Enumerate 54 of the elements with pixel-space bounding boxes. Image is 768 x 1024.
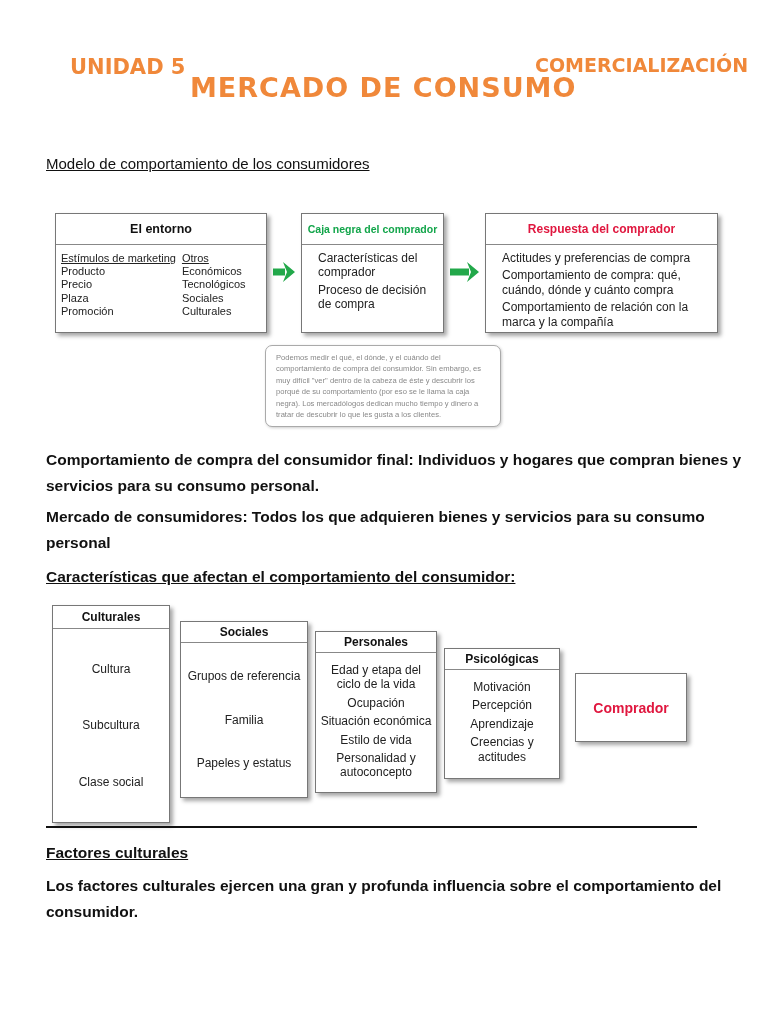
process-box: [301, 213, 444, 333]
list-item: Estilo de vida: [340, 732, 412, 747]
column-heading: Estímulos de marketing: [61, 252, 176, 266]
list-item: Percepción: [471, 698, 532, 713]
factor-box: [444, 648, 560, 779]
list-item: Sociales: [181, 291, 225, 305]
paragraph: Comportamiento de compra del consumidor final: Individuos y hogares que compran bienes y servicios para su consumo personal.: [46, 450, 743, 496]
buyer-box: [575, 673, 687, 742]
list-item: Motivación: [473, 680, 531, 695]
callout-note: [265, 345, 501, 427]
section-heading: Modelo de comportamiento de los consumidores: [46, 154, 370, 174]
list-item: Ocupación: [347, 695, 405, 711]
box-heading: Comprador: [592, 698, 670, 718]
list-item: Culturales: [181, 304, 233, 318]
section-heading: Características que afectan el comportamiento del consumidor:: [46, 567, 516, 587]
paragraph: Mercado de consumidores: Todos los que adquieren bienes y servicios para su consumo personal: [46, 507, 706, 553]
list-item: Comportamiento de relación con la marca y la compañía: [502, 300, 690, 329]
list-item: Proceso de decisión de compra: [318, 282, 428, 312]
box-heading: Personales: [316, 632, 436, 653]
list-item: Plaza: [61, 291, 90, 305]
list-item: Personalidad y autoconcepto: [335, 750, 417, 780]
list-item: Económicos: [181, 265, 243, 279]
list-item: Papeles y estatus: [196, 756, 292, 771]
list-item: Producto: [61, 265, 107, 279]
paragraph: Los factores culturales ejercen una gran y profunda influencia sobre el comportamiento del consumidor.: [46, 876, 723, 922]
list-item: Creencias y actitudes: [469, 735, 535, 764]
box-heading: Psicológicas: [445, 649, 559, 670]
list-item: Familia: [224, 712, 264, 728]
list-item: Precio: [61, 278, 94, 292]
list-item: Comportamiento de compra: qué, cuándo, dónde y cuánto compra: [502, 268, 682, 298]
list-item: Subcultura: [82, 718, 140, 733]
box-heading: Caja negra del comprador: [302, 214, 443, 245]
factor-box: [180, 621, 308, 798]
list-item: Promoción: [61, 304, 115, 318]
list-item: Situación económica: [320, 714, 432, 729]
list-item: Grupos de referencia: [187, 669, 301, 684]
list-item: Edad y etapa del ciclo de la vida: [329, 663, 423, 692]
box-heading: El entorno: [56, 214, 266, 245]
list-item: Actitudes y preferencias de compra: [502, 251, 692, 266]
list-item: Clase social: [78, 774, 144, 789]
list-item: Aprendizaje: [470, 716, 534, 732]
section-heading: Factores culturales: [46, 843, 189, 863]
box-heading: Culturales: [53, 606, 169, 629]
header-text: UNIDAD 5: [70, 54, 186, 81]
list-item: Cultura: [91, 661, 131, 677]
factor-box: [315, 631, 437, 793]
box-heading: Respuesta del comprador: [486, 214, 717, 245]
box-heading: Sociales: [181, 622, 307, 643]
factor-box: [52, 605, 170, 823]
environment-box: [55, 213, 267, 333]
list-item: Tecnológicos: [181, 278, 246, 292]
process-box: [485, 213, 718, 333]
list-item: Características del comprador: [318, 251, 419, 280]
column-heading: Otros: [181, 252, 210, 266]
